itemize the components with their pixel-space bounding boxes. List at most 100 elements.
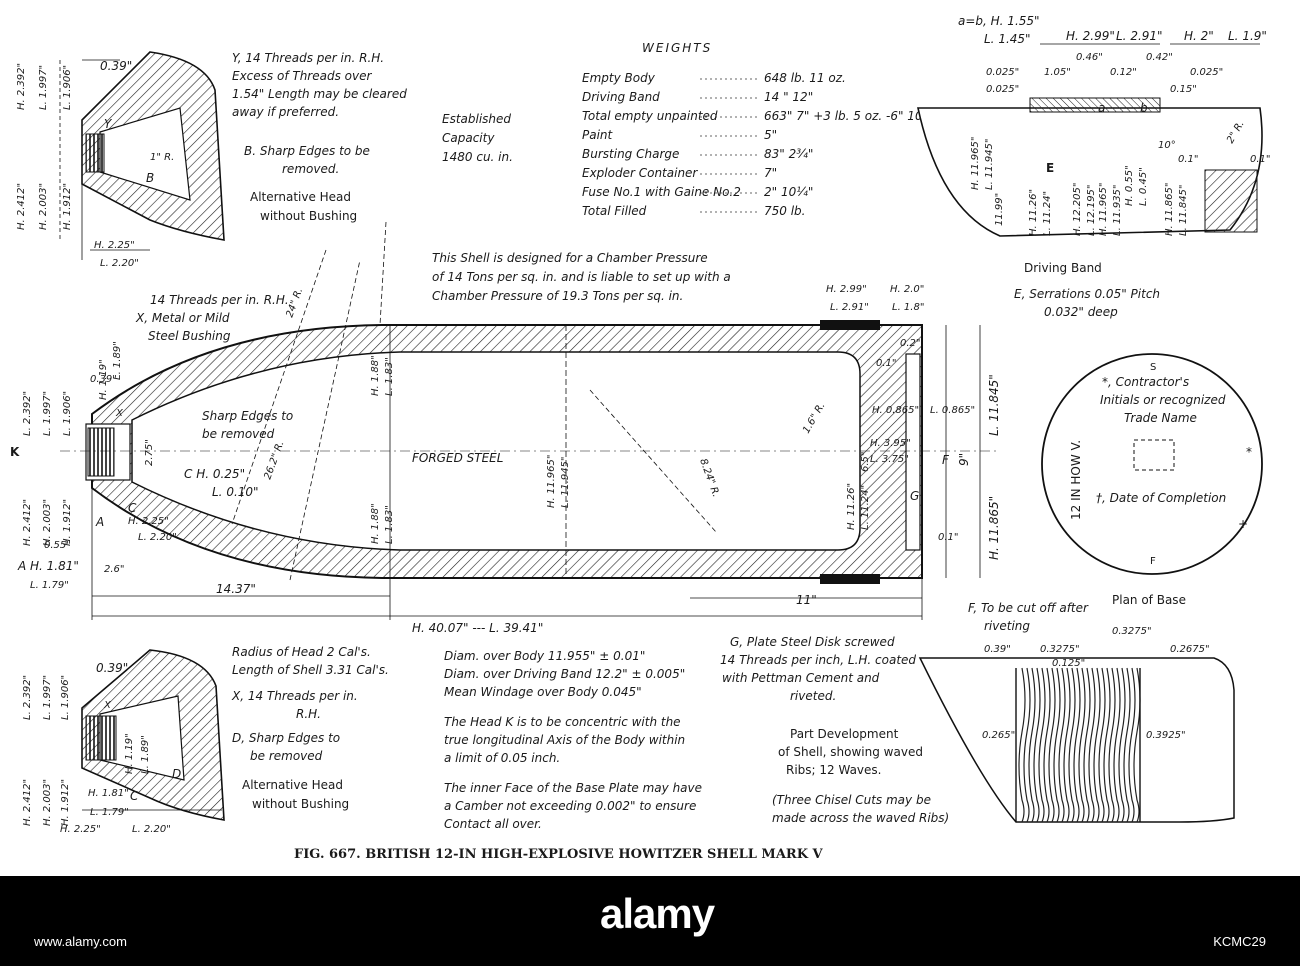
shell-dim-l18: L. 1.8": [892, 302, 924, 313]
weights-row-value: 750 lb.: [764, 204, 805, 218]
shell-label-g: G: [910, 489, 919, 503]
dev-dim-03275b: 0.3275": [1112, 626, 1152, 637]
development-outline: [918, 657, 1235, 823]
pressure-note-line-3: Chamber Pressure of 19.3 Tons per sq. in…: [432, 289, 683, 303]
top-head-y-note-2: Excess of Threads over: [232, 69, 372, 83]
shell-dim-01a: 0.1": [876, 358, 897, 369]
shell-dim-l220: L. 2.20": [138, 532, 177, 543]
capacity-line-2: Capacity: [442, 131, 495, 145]
shell-dim-275: 2.75": [144, 439, 155, 466]
shell-label-f: F: [942, 453, 950, 467]
bottom-head-label-c: C: [130, 789, 139, 803]
top-head-dim-h2003: H. 2.003": [38, 183, 49, 230]
shell-cavity: [131, 351, 861, 551]
shell-dim-h11965: H. 11.965": [546, 455, 557, 508]
diam-line-3: Mean Windage over Body 0.045": [444, 685, 642, 699]
top-head-dim-h2392: H. 2.392": [16, 63, 27, 110]
db-serration-1: E, Serrations 0.05" Pitch: [1014, 287, 1160, 301]
waved-rib-line: [1118, 667, 1126, 823]
plate-note-1: G, Plate Steel Disk screwed: [730, 635, 895, 649]
bottom-head-radius-2: Length of Shell 3.31 Cal's.: [232, 663, 389, 677]
shell-dim-02: 0.2": [900, 338, 921, 349]
capacity-line-3: 1480 cu. in.: [442, 150, 513, 164]
stock-logo: alamy: [600, 890, 715, 937]
figure-caption: FIG. 667. BRITISH 12-IN HIGH-EXPLOSIVE H…: [294, 847, 824, 862]
db-ab-note-1: a=b, H. 1.55": [958, 14, 1040, 28]
waved-rib-line: [1048, 667, 1056, 823]
waved-rib-line: [1043, 667, 1051, 823]
db-dim-h11865: H. 11.865": [1164, 183, 1175, 236]
waved-rib-line: [1073, 667, 1081, 823]
dev-dim-03925: 0.3925": [1146, 730, 1186, 741]
shell-body-label: FORGED STEEL: [412, 451, 503, 465]
db-dim-l1124: L. 11.24": [1042, 191, 1053, 236]
pressure-note-line-1: This Shell is designed for a Chamber Pre…: [432, 251, 708, 265]
top-head-dim-r: 1" R.: [150, 152, 174, 163]
shell-dim-l375: L. 3.75": [870, 454, 909, 465]
dev-dim-0125: 0.125": [1052, 658, 1085, 669]
main-shell: FORGED STEEL 14 Threads per in. R.H. X, …: [10, 221, 1001, 635]
dev-chisel-1: (Three Chisel Cuts may be: [772, 793, 931, 807]
part-development: F, To be cut off after riveting 0.39" 0.…: [772, 601, 1235, 825]
shell-dim-h225: H. 2.25": [128, 516, 169, 527]
base-contractor-1: *, Contractor's: [1102, 375, 1189, 389]
db-dim-h11965: H. 11.965": [970, 137, 981, 190]
diam-line-1: Diam. over Body 11.955" ± 0.01": [444, 649, 645, 663]
shell-sharp-1: Sharp Edges to: [202, 409, 293, 423]
base-mark-s: S: [1150, 362, 1156, 373]
top-head-dim-l1997: L. 1.997": [38, 65, 49, 110]
shell-thread-note-2: X, Metal or Mild: [135, 311, 230, 325]
shell-dim-l1997: L. 1.997": [42, 391, 53, 436]
k-note-3: a limit of 0.05 inch.: [444, 751, 560, 765]
shell-dim-01b: 0.1": [938, 532, 959, 543]
shell-label-c: C: [128, 501, 137, 515]
waved-rib-line: [1053, 667, 1061, 823]
top-alternative-head: 0.39" H. 2.392" L. 1.997" L. 1.906" H. 2…: [16, 51, 407, 269]
bottom-head-d-note-1: D, Sharp Edges to: [232, 731, 340, 745]
dev-note-1: Part Development: [790, 727, 899, 741]
base-date: †, Date of Completion: [1096, 491, 1226, 505]
base-mark-star: *: [1246, 445, 1252, 459]
diam-line-2: Diam. over Driving Band 12.2" ± 0.005": [444, 667, 685, 681]
top-head-dim-h2412: H. 2.412": [16, 183, 27, 230]
k-note-2: true longitudinal Axis of the Body withi…: [444, 733, 685, 747]
bottom-head-dim-h2003: H. 2.003": [42, 779, 53, 826]
db-dim-0025c: 0.025": [1190, 67, 1223, 78]
base-contractor-3: Trade Name: [1124, 411, 1197, 425]
bottom-head-dim-h225: H. 2.25": [60, 824, 101, 835]
weights-row-value: 2" 10¼": [764, 185, 813, 199]
db-dim-l11935: L. 11.935": [1112, 184, 1123, 236]
db-dim-h299: H. 2.99": [1066, 29, 1115, 43]
weights-row-label: Driving Band: [582, 90, 660, 104]
shell-dim-l11945: L. 11.945": [560, 456, 571, 508]
shell-c-note-2: L. 0.10": [212, 485, 259, 499]
weights-title: WEIGHTS: [642, 41, 712, 55]
db-dim-h1126: H. 11.26": [1028, 189, 1039, 236]
capacity-line-1: Established: [442, 112, 511, 126]
shell-dim-h119: H. 1.19": [98, 359, 109, 400]
top-head-y-note-4: away if preferred.: [232, 105, 339, 119]
shell-dim-h188a: H. 1.88": [370, 355, 381, 396]
capacity-block: Established Capacity 1480 cu. in.: [442, 112, 513, 164]
db-dim-h11965b: H. 11.965": [1098, 183, 1109, 236]
weights-row-label: Total Filled: [582, 204, 647, 218]
weights-row-value: 7": [764, 166, 777, 180]
shell-c-note-1: C H. 0.25": [184, 467, 245, 481]
bottom-head-dim-l1997: L. 1.997": [42, 675, 53, 720]
shell-sharp-2: be removed: [202, 427, 275, 441]
waved-rib-line: [1108, 667, 1116, 823]
bottom-head-x-note-1: X, 14 Threads per in.: [231, 689, 358, 703]
bottom-head-dim-039: 0.39": [96, 661, 128, 675]
weights-row-label: Fuse No.1 with Gaine No.2: [582, 185, 741, 199]
shell-dim-l1906: L. 1.906": [62, 391, 73, 436]
driving-band-section: [917, 107, 1263, 237]
base-mark-f: F: [1150, 556, 1156, 567]
shell-dim-h181: A H. 1.81": [17, 559, 79, 573]
waved-rib-line: [1033, 667, 1041, 823]
weights-row-value: 648 lb. 11 oz.: [764, 71, 846, 85]
shell-dim-l0865: L. 0.865": [930, 405, 975, 416]
dev-f-note-1: F, To be cut off after: [968, 601, 1089, 615]
